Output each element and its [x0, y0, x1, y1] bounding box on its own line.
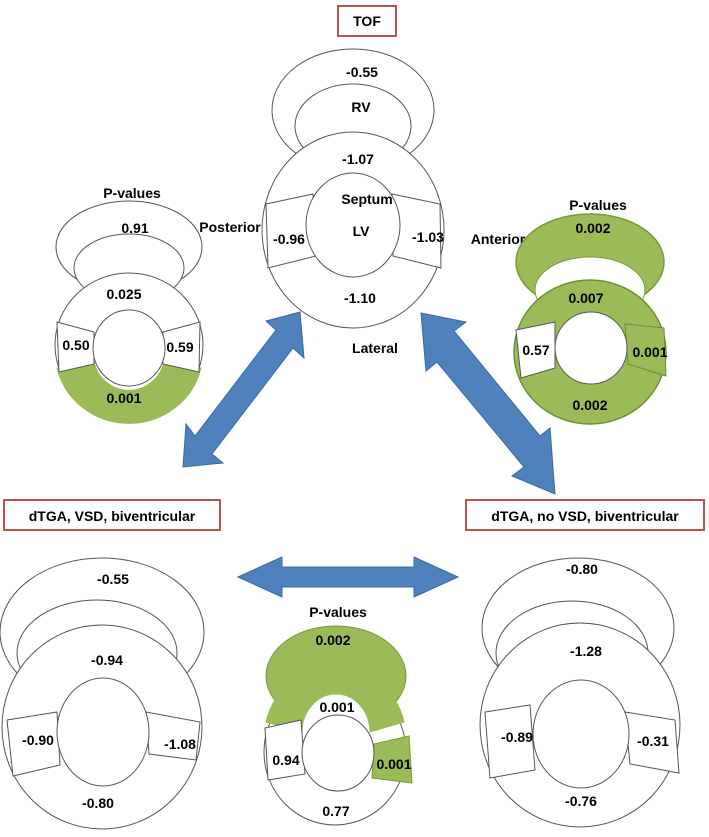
arrow-horizontal — [236, 556, 460, 598]
dv-anterior-value: -1.08 — [164, 736, 196, 752]
dn-anterior-segment — [624, 711, 680, 774]
tof-lv-inner — [305, 172, 401, 278]
pb-septum-value: 0.001 — [319, 699, 354, 715]
dv-lateral-value: -0.80 — [82, 795, 114, 811]
pvalues-right-label: P-values — [569, 197, 627, 213]
pb-rv-value: 0.002 — [315, 632, 350, 648]
dtga-vsd-title-box: dTGA, VSD, biventricular — [3, 499, 221, 531]
tof-septum-value: -1.07 — [342, 151, 374, 167]
dn-posterior-value: -0.89 — [501, 729, 533, 745]
pl-rv-value: 0.91 — [121, 220, 148, 236]
tof-septum-label: Septum — [341, 191, 392, 207]
pr-anterior-value: 0.001 — [632, 344, 667, 360]
tof-anterior-value: -1.03 — [412, 229, 444, 245]
pvalues-right-diagram: P-values 0.002 0.007 0.57 0.001 0.002 — [513, 197, 668, 425]
pb-lateral-value: 0.77 — [322, 803, 349, 819]
pb-inner — [301, 714, 375, 792]
dn-septum-value: -1.28 — [570, 643, 602, 659]
pl-lateral-value: 0.001 — [106, 390, 141, 406]
pb-posterior-segment — [264, 719, 306, 781]
tof-posterior-value: -0.96 — [273, 231, 305, 247]
pb-anterior-value: 0.001 — [376, 756, 411, 772]
dtga-vsd-title: dTGA, VSD, biventricular — [29, 508, 196, 524]
tof-lv-label: LV — [353, 223, 371, 239]
pvalues-left-diagram: P-values 0.91 0.025 0.50 0.59 0.001 — [54, 185, 204, 424]
dn-anterior-value: -0.31 — [637, 733, 669, 749]
tof-rv-value: -0.55 — [346, 64, 378, 80]
pr-posterior-segment — [515, 321, 556, 379]
pb-anterior-segment — [371, 735, 413, 784]
pvalues-bottom-diagram: P-values 0.002 0.001 0.94 0.001 0.77 — [263, 604, 413, 826]
arrow-tof-dtga-vsd — [182, 311, 305, 468]
dtga-vsd-diagram: -0.55 -0.94 -0.90 -1.08 -0.80 — [0, 557, 205, 830]
dn-posterior-segment — [484, 704, 536, 779]
dn-rv-value: -0.80 — [566, 561, 598, 577]
dv-septum-value: -0.94 — [91, 652, 123, 668]
dv-rv-value: -0.55 — [97, 571, 129, 587]
pl-posterior-segment — [56, 321, 95, 373]
pr-lateral-value: 0.002 — [572, 397, 607, 413]
tof-lateral-label: Lateral — [352, 340, 398, 356]
dv-inner — [56, 677, 150, 787]
dtga-novsd-title-box: dTGA, no VSD, biventricular — [465, 499, 705, 531]
pb-septum-segment — [265, 665, 405, 733]
pl-posterior-value: 0.50 — [62, 337, 89, 353]
pb-posterior-value: 0.94 — [272, 752, 299, 768]
dtga-novsd-diagram: -0.80 -1.28 -0.89 -0.31 -0.76 — [479, 557, 681, 828]
dtga-novsd-title: dTGA, no VSD, biventricular — [491, 508, 679, 524]
dv-posterior-value: -0.90 — [22, 732, 54, 748]
pvalues-left-label: P-values — [103, 185, 161, 201]
tof-title: TOF — [353, 13, 381, 29]
dv-posterior-segment — [6, 711, 61, 777]
pr-rv-value: 0.002 — [575, 220, 610, 236]
pl-inner — [92, 309, 166, 387]
tof-title-box: TOF — [337, 5, 397, 37]
tof-posterior-label: Posterior — [199, 219, 261, 235]
arrow-tof-dtga-novsd — [420, 312, 556, 495]
pvalues-bottom-label: P-values — [309, 604, 367, 620]
tof-diagram: -0.55 RV -1.07 Septum LV -0.96 -1.03 -1.… — [199, 48, 526, 356]
tof-rv-label: RV — [351, 99, 371, 115]
dn-lateral-value: -0.76 — [565, 793, 597, 809]
pl-septum-value: 0.025 — [106, 286, 141, 302]
dn-inner — [532, 679, 630, 789]
pl-lateral-segment — [56, 361, 202, 424]
pr-septum-value: 0.007 — [568, 290, 603, 306]
pr-inner — [554, 311, 628, 385]
tof-lateral-value: -1.10 — [344, 290, 376, 306]
pl-anterior-value: 0.59 — [166, 339, 193, 355]
tof-anterior-label: Anterior — [471, 231, 526, 247]
pr-posterior-value: 0.57 — [522, 342, 549, 358]
